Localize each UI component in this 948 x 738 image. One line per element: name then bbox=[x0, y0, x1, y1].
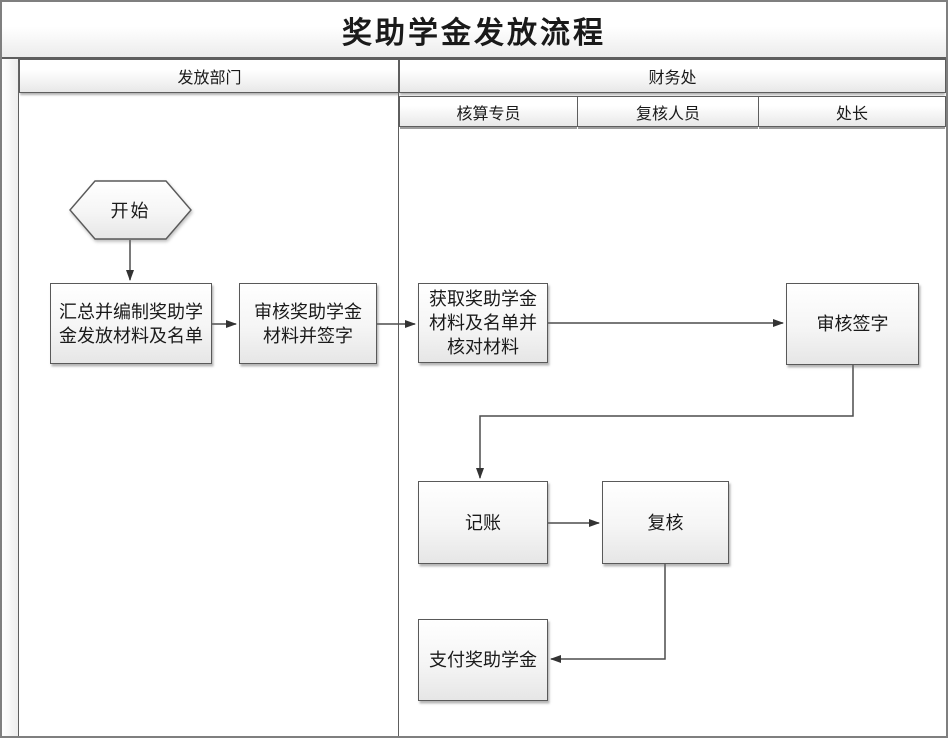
node-audit-signature: 审核签字 bbox=[786, 283, 919, 365]
diagram-title: 奖助学金发放流程 bbox=[342, 16, 606, 50]
node-recheck: 复核 bbox=[602, 481, 729, 564]
sublane-header-accounting-specialist: 核算专员 bbox=[399, 96, 578, 127]
node-start: 开始 bbox=[69, 180, 192, 240]
sublane-header-director: 处长 bbox=[758, 96, 946, 127]
node-obtain-and-verify-materials: 获取奖助学金 材料及名单并 核对材料 bbox=[418, 283, 548, 363]
node-label: 获取奖助学金 材料及名单并 核对材料 bbox=[429, 289, 537, 357]
node-label: 汇总并编制奖助学 金发放材料及名单 bbox=[59, 301, 203, 346]
node-label: 开始 bbox=[110, 201, 151, 221]
node-review-and-sign-materials: 审核奖助学金 材料并签字 bbox=[239, 283, 377, 364]
node-label: 支付奖助学金 bbox=[429, 650, 537, 670]
sublane-label: 复核人员 bbox=[635, 105, 700, 123]
sublane-header-reviewer: 复核人员 bbox=[577, 96, 759, 127]
swimlane-side-bar bbox=[2, 59, 19, 736]
lane-label: 发放部门 bbox=[177, 70, 242, 87]
node-label: 记账 bbox=[465, 512, 501, 533]
node-compile-materials: 汇总并编制奖助学 金发放材料及名单 bbox=[50, 283, 212, 364]
lane-divider-line bbox=[398, 59, 399, 736]
lane-header-finance-office: 财务处 bbox=[399, 59, 946, 93]
node-label: 审核奖助学金 材料并签字 bbox=[254, 301, 362, 346]
node-bookkeeping: 记账 bbox=[418, 481, 548, 564]
sublane-label: 核算专员 bbox=[456, 105, 521, 123]
node-label: 复核 bbox=[647, 512, 684, 533]
hexagon-shape bbox=[69, 180, 192, 240]
lane-label: 财务处 bbox=[648, 70, 697, 87]
lane-header-issuing-department: 发放部门 bbox=[19, 59, 400, 93]
node-pay-scholarship: 支付奖助学金 bbox=[418, 619, 548, 701]
connector-audit-sign-to-bookkeeping bbox=[476, 365, 854, 479]
diagram-title-band: 奖助学金发放流程 bbox=[2, 2, 946, 59]
node-label: 审核签字 bbox=[816, 314, 889, 334]
connector-recheck-to-pay bbox=[550, 564, 666, 663]
sublane-label: 处长 bbox=[835, 105, 868, 123]
